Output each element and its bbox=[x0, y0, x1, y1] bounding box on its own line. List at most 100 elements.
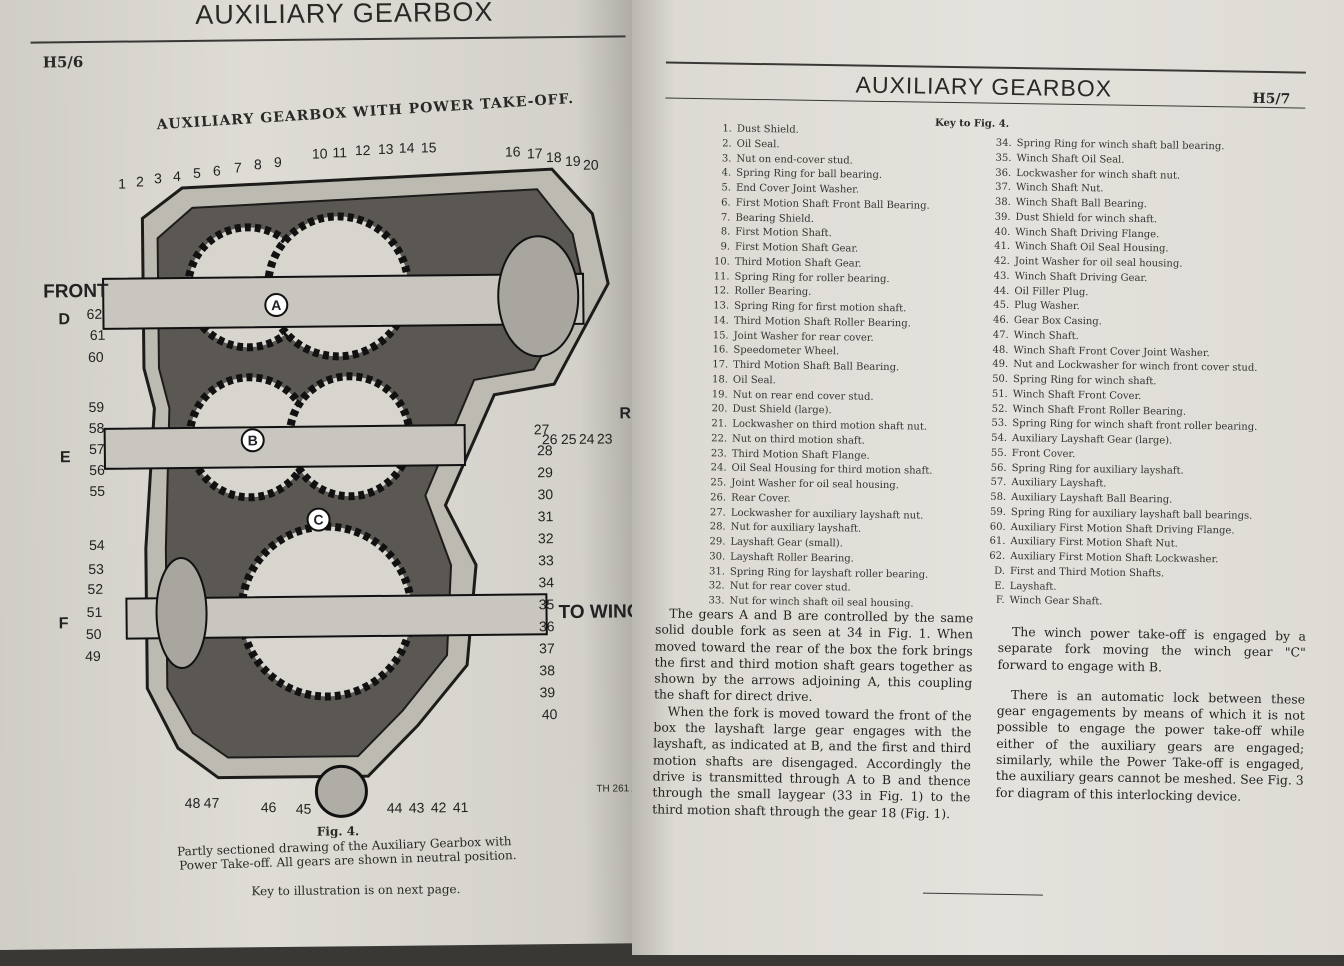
left-page: AUXILIARY GEARBOX H5/6 AUXILIARY GEARBOX… bbox=[0, 0, 665, 950]
key-item-number: 38. bbox=[994, 196, 1011, 208]
key-item-number: 25. bbox=[710, 477, 727, 489]
key-item-text: Third Motion Shaft Roller Bearing. bbox=[733, 315, 911, 330]
key-item-text: Third Motion Shaft Ball Bearing. bbox=[733, 359, 900, 374]
key-item-text: Winch Shaft Driving Gear. bbox=[1014, 270, 1148, 284]
key-item-text: Gear Box Casing. bbox=[1013, 315, 1102, 328]
key-item-text: Oil Seal Housing for third motion shaft. bbox=[731, 462, 933, 478]
callout-7: 7 bbox=[233, 159, 242, 176]
paragraph: The winch power take-off is engaged by a… bbox=[997, 624, 1307, 675]
callout-24: 24 bbox=[578, 430, 595, 447]
callout-32: 32 bbox=[537, 530, 554, 547]
paragraph: When the fork is moved toward the front … bbox=[652, 703, 972, 821]
key-item-text: Spring Ring for ball bearing. bbox=[736, 167, 883, 182]
callout-46: 46 bbox=[260, 799, 277, 816]
key-item-number: E. bbox=[994, 580, 1005, 592]
key-item-text: Winch Gear Shaft. bbox=[1009, 595, 1103, 608]
key-item-text: Spring Ring for auxiliary layshaft ball … bbox=[1010, 506, 1253, 522]
key-item-text: First and Third Motion Shafts. bbox=[1009, 565, 1165, 580]
callout-16: 16 bbox=[504, 143, 521, 160]
key-item-text: Auxiliary First Motion Shaft Nut. bbox=[1010, 536, 1178, 550]
callout-38: 38 bbox=[539, 662, 556, 679]
key-item-number: 57. bbox=[990, 476, 1007, 489]
callout-62: 62 bbox=[86, 305, 103, 323]
key-item-text: Joint Washer for oil seal housing. bbox=[1014, 256, 1183, 270]
callout-56: 56 bbox=[89, 461, 105, 478]
callout-2: 2 bbox=[136, 173, 144, 190]
key-item-text: Joint Washer for rear cover. bbox=[733, 330, 874, 344]
key-item-number: 17. bbox=[712, 359, 729, 371]
callout-4: 4 bbox=[172, 168, 181, 185]
key-item-text: Winch Shaft Oil Seal Housing. bbox=[1015, 241, 1169, 255]
key-item-text: Joint Washer for oil seal housing. bbox=[731, 477, 900, 492]
label-e: E bbox=[59, 449, 71, 467]
key-item-text: Nut for rear cover stud. bbox=[729, 580, 851, 594]
key-item-text: Winch Shaft Driving Flange. bbox=[1015, 226, 1160, 240]
label-f: F bbox=[58, 615, 69, 633]
key-item-number: 62. bbox=[989, 550, 1006, 562]
key-item-text: Speedometer Wheel. bbox=[733, 344, 840, 358]
key-item-number: 3. bbox=[721, 152, 732, 165]
key-item-text: Lockwasher on third motion shaft nut. bbox=[732, 418, 928, 433]
callout-61: 61 bbox=[89, 326, 106, 343]
key-item-number: 21. bbox=[711, 418, 728, 430]
callout-58: 58 bbox=[88, 419, 105, 436]
page-number: H5/7 bbox=[1252, 90, 1291, 108]
key-item-text: First Motion Shaft. bbox=[735, 226, 832, 240]
callout-31: 31 bbox=[537, 508, 554, 525]
key-item-text: Oil Filler Plug. bbox=[1014, 285, 1089, 298]
callout-33: 33 bbox=[538, 552, 554, 569]
key-item-number: 14. bbox=[712, 315, 729, 327]
callout-30: 30 bbox=[537, 486, 554, 503]
key-item-text: Auxiliary Layshaft Ball Bearing. bbox=[1011, 492, 1173, 506]
callout-23: 23 bbox=[596, 430, 613, 447]
body-text-left: The gears A and B are controlled by the … bbox=[652, 605, 973, 822]
callout-41: 41 bbox=[452, 799, 469, 816]
key-item-number: 60. bbox=[989, 521, 1006, 533]
key-item-text: Auxiliary First Motion Shaft Driving Fla… bbox=[1010, 521, 1235, 537]
key-item-number: 2. bbox=[722, 138, 732, 150]
key-item-number: 51. bbox=[991, 388, 1008, 400]
callout-17: 17 bbox=[526, 145, 543, 162]
callout-43: 43 bbox=[408, 799, 425, 816]
key-item-number: 26. bbox=[710, 492, 727, 504]
key-item-text: Dust Shield. bbox=[736, 123, 799, 136]
callout-36: 36 bbox=[538, 618, 555, 635]
header-rule bbox=[665, 61, 1306, 74]
key-item-text: Lockwasher for auxiliary layshaft nut. bbox=[730, 507, 924, 522]
key-item-text: Bearing Shield. bbox=[735, 212, 815, 225]
callout-59: 59 bbox=[88, 398, 105, 415]
key-item-number: 42. bbox=[993, 255, 1010, 267]
key-item-number: 50. bbox=[992, 373, 1009, 385]
key-item-text: Winch Shaft Front Cover. bbox=[1012, 388, 1142, 402]
key-item-text: Third Motion Shaft Flange. bbox=[731, 448, 870, 462]
callout-3: 3 bbox=[153, 170, 162, 187]
key-item-number: 59. bbox=[989, 506, 1007, 518]
key-item-number: 1. bbox=[722, 123, 732, 135]
key-item-number: 4. bbox=[721, 167, 732, 179]
key-item-number: 23. bbox=[710, 447, 727, 460]
key-item-number: 44. bbox=[993, 285, 1010, 297]
callout-37: 37 bbox=[539, 640, 555, 657]
figure-label: Fig. 4. bbox=[316, 824, 360, 839]
key-item-number: 19. bbox=[711, 388, 728, 401]
gear-marker-a: A bbox=[271, 296, 282, 314]
key-item-number: 8. bbox=[720, 226, 731, 238]
key-item-number: 40. bbox=[994, 226, 1011, 238]
callout-13: 13 bbox=[377, 140, 394, 157]
key-list-left: 1.Dust Shield.2.Oil Seal.3.Nut on end-co… bbox=[702, 122, 938, 612]
key-item-number: 30. bbox=[709, 551, 726, 563]
key-item-number: 6. bbox=[721, 197, 731, 209]
key-item-text: Nut for auxiliary layshaft. bbox=[730, 521, 862, 535]
key-item-text: Auxiliary Layshaft Gear (large). bbox=[1011, 433, 1173, 447]
key-item-number: 49. bbox=[992, 358, 1009, 371]
key-item-number: 55. bbox=[990, 447, 1007, 459]
key-item-text: Spring Ring for layshaft roller bearing. bbox=[729, 566, 929, 581]
key-item-number: 34. bbox=[995, 137, 1012, 149]
gearbox-illustration bbox=[102, 167, 610, 818]
key-item-text: Plug Washer. bbox=[1014, 300, 1080, 313]
key-item-number: 10. bbox=[713, 256, 730, 268]
key-item-number: 15. bbox=[712, 329, 729, 342]
key-item-number: 46. bbox=[992, 314, 1010, 326]
callout-14: 14 bbox=[398, 139, 415, 156]
key-item-number: 58. bbox=[990, 491, 1007, 503]
